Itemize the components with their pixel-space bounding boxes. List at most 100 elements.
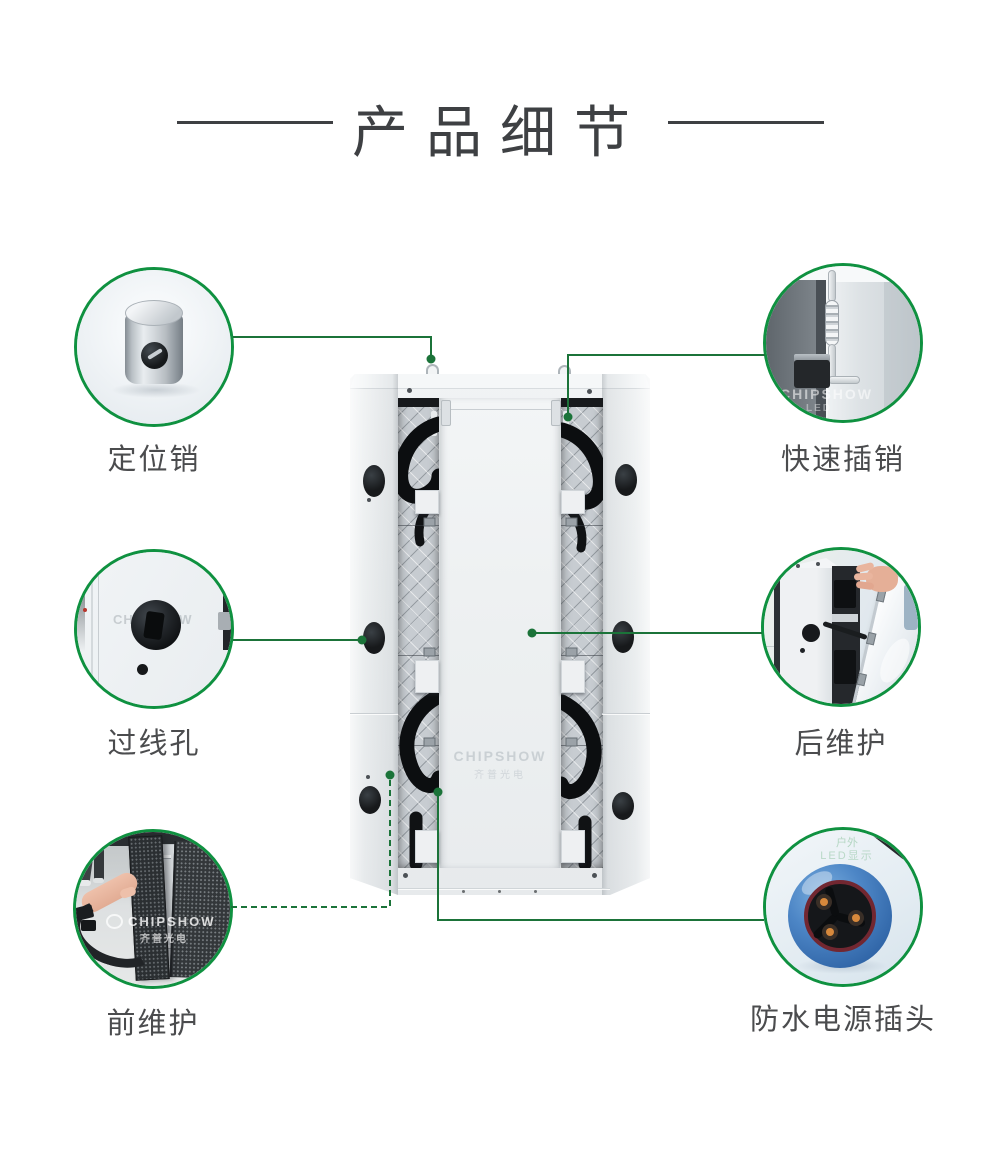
column-seam — [350, 713, 398, 714]
band-connector — [81, 920, 96, 931]
pin-shadow — [111, 382, 201, 398]
column-seam — [602, 713, 650, 714]
red-speck — [83, 608, 87, 612]
photo-cabinet-corner — [826, 282, 920, 420]
module-rail — [415, 490, 439, 514]
latch-block-clip — [794, 354, 830, 362]
column-screw — [367, 498, 371, 502]
feature-photo-rear-maintenance — [761, 547, 921, 707]
feature-label-cable-hole: 过线孔 — [107, 728, 201, 760]
photo-watermark-brand-cn: 齐普光电 — [140, 934, 188, 945]
feature-label-positioning-pin: 定位销 — [107, 444, 201, 476]
edge-bracket — [218, 612, 231, 630]
panel-left-dark-edge — [77, 552, 85, 652]
feature-photo-positioning-pin — [74, 267, 234, 427]
photo-corner-shade — [884, 282, 920, 420]
title-left-dash — [177, 121, 333, 124]
cabinet-screw — [407, 388, 412, 393]
feature-label-rear-maintenance: 后维护 — [794, 728, 888, 760]
door-hinge — [856, 672, 867, 687]
cabinet-rear-opening — [398, 398, 603, 868]
cabinet-right-slot — [561, 398, 603, 868]
feature-photo-quick-latch: CHIPSHOW LED — [763, 263, 923, 423]
plug-pin-copper — [852, 914, 860, 922]
left-slot-cables — [398, 398, 439, 868]
handle-hole — [359, 786, 381, 814]
person-leg — [94, 850, 104, 880]
plug-pin-copper — [826, 928, 834, 936]
handle-hole — [612, 621, 634, 653]
photo-watermark-outdoor1: 户外 — [836, 837, 858, 849]
top-screw — [796, 564, 800, 568]
latch-rod-top — [828, 270, 836, 302]
photo-watermark-brand: CHIPSHOW — [128, 914, 216, 929]
plug-pin-copper — [820, 898, 828, 906]
cabinet-lifting-lug-left — [426, 364, 439, 375]
feature-label-front-maintenance: 前维护 — [106, 1008, 200, 1040]
interior-bracket — [832, 614, 858, 622]
cabinet-rear-view: CHIPSHOW 齐普光电 — [350, 360, 650, 895]
feature-label-quick-latch: 快速插销 — [780, 444, 905, 476]
hole-inner-shadow — [143, 610, 165, 641]
interior-module — [834, 650, 856, 684]
photo-interior-edge — [816, 280, 826, 420]
column-hole — [802, 624, 820, 642]
module-rail — [561, 830, 585, 863]
module-rail — [415, 660, 439, 693]
bottom-screw-dot — [462, 890, 465, 893]
title-right-dash — [668, 121, 824, 124]
shoe — [93, 878, 104, 883]
vent-slot — [161, 855, 171, 858]
pin-cylinder-top — [125, 300, 183, 326]
door-top-seam — [440, 409, 562, 410]
handle-hole — [363, 465, 385, 497]
cabinet-screw — [587, 389, 592, 394]
column-screw — [366, 775, 370, 779]
shoe — [78, 880, 91, 886]
feature-label-waterproof-plug: 防水电源插头 — [749, 1004, 936, 1036]
latch-spring — [825, 300, 839, 346]
hand-finger — [853, 572, 874, 581]
leader-line-positioning-pin — [233, 336, 432, 359]
module-rail — [561, 660, 585, 693]
column-small-hole — [800, 648, 805, 653]
panel-seam-line — [91, 552, 93, 706]
cabinet-screw — [592, 873, 597, 878]
cabinet-left-slot — [398, 398, 439, 868]
door-latch-right — [551, 400, 561, 426]
handle-hole-cable — [363, 622, 385, 654]
led-module-panel — [169, 841, 230, 979]
top-screw — [816, 562, 820, 566]
photo-watermark-brand: CHIPSHOW — [780, 386, 873, 402]
cabinet-rear-door — [439, 398, 562, 868]
feature-photo-waterproof-plug: 户外 LED显示 — [763, 827, 923, 987]
panel-seam-line — [98, 552, 99, 706]
bottom-screw-dot — [498, 890, 501, 893]
plug-pin-area — [810, 885, 870, 946]
latch-block — [794, 360, 830, 388]
interior-module — [834, 580, 856, 608]
bottom-edge-line — [398, 888, 610, 889]
watermark-logo-swoosh — [106, 914, 123, 929]
right-slot-cables — [561, 398, 603, 868]
feature-photo-front-maintenance: CHIPSHOW 齐普光电 — [73, 829, 233, 989]
person-clothing — [904, 584, 918, 630]
handle-hole — [612, 792, 634, 820]
door-reflection — [874, 634, 916, 687]
module-rail — [415, 830, 439, 863]
door-watermark-brand-cn: 齐普光电 — [474, 770, 526, 781]
cabinet-screw — [403, 873, 408, 878]
page-title: 产品细节 — [352, 101, 648, 164]
door-latch-left — [441, 400, 451, 426]
photo-watermark-led: LED — [806, 403, 832, 414]
door-watermark-brand: CHIPSHOW — [453, 748, 547, 764]
column-dark-strip — [774, 572, 781, 694]
photo-dark-interior — [766, 280, 824, 420]
feature-photo-cable-hole: CHIPSHOW — [74, 549, 234, 709]
latch-handle — [828, 376, 860, 384]
bottom-screw-dot — [534, 890, 537, 893]
handle-hole — [615, 464, 637, 496]
photo-watermark-outdoor2: LED显示 — [820, 850, 874, 862]
door-hinge — [865, 631, 877, 646]
